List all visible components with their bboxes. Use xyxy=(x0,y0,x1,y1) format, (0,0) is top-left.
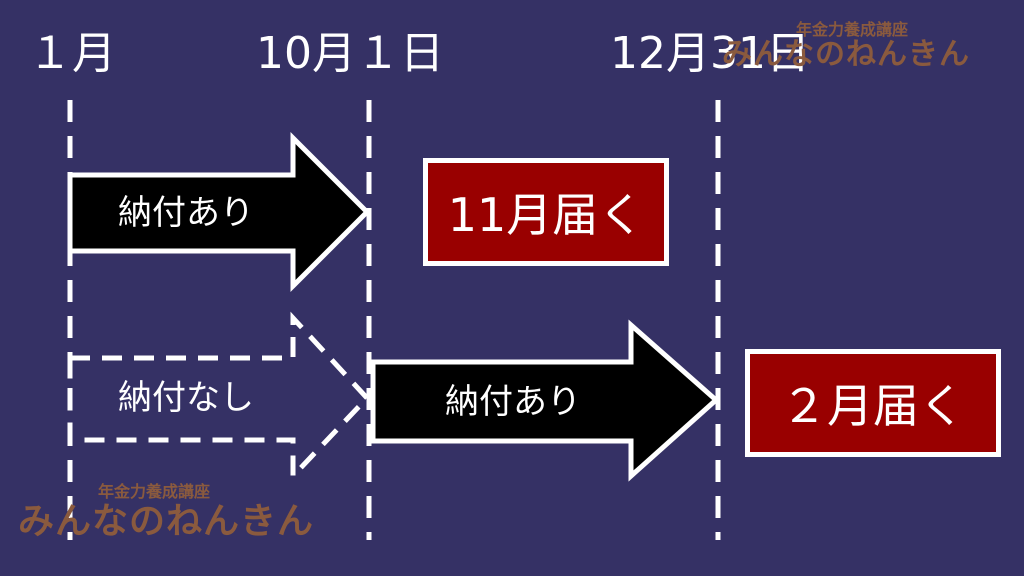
result-box-november: 11月届く xyxy=(423,158,669,266)
watermark-subtitle: 年金力養成講座 xyxy=(796,20,909,39)
row2-arrow-label: 納付あり xyxy=(445,382,581,422)
row2-ghost-arrow-label: 納付なし xyxy=(118,378,254,418)
watermark-title: みんなのねんきん xyxy=(18,501,315,542)
date-label-december-31: 12月31日 xyxy=(610,28,810,79)
watermark-bottom-left: 年金力養成講座 みんなのねんきん xyxy=(18,484,314,540)
watermark-subtitle: 年金力養成講座 xyxy=(98,482,211,501)
date-label-january: １月 xyxy=(28,28,116,79)
result-box-february: ２月届く xyxy=(745,349,1001,457)
watermark-top-right: 年金力養成講座 みんなのねんきん xyxy=(722,20,970,70)
arrow-payment-made-row1 xyxy=(67,131,371,293)
arrow-no-payment-ghost xyxy=(67,311,371,483)
result-text-february: ２月届く xyxy=(781,379,965,433)
watermark-title: みんなのねんきん xyxy=(722,37,970,72)
result-text-november: 11月届く xyxy=(447,188,645,242)
date-label-october-1: 10月１日 xyxy=(256,28,444,79)
arrow-payment-made-row2 xyxy=(370,319,720,482)
row1-arrow-label: 納付あり xyxy=(118,193,254,233)
